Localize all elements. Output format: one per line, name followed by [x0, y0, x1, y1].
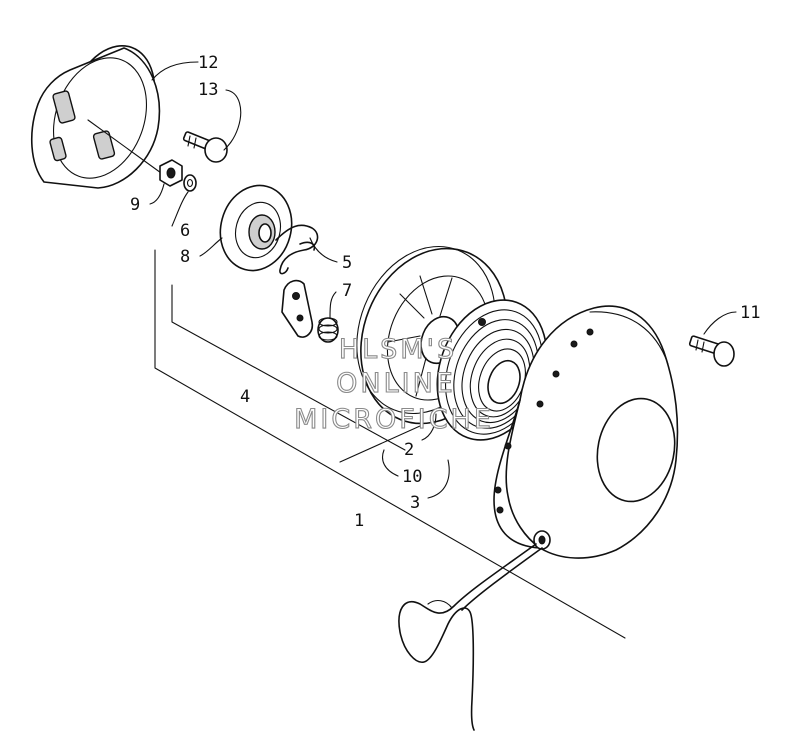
part-12-starter-cup	[30, 45, 169, 189]
callout-2: 2	[404, 440, 414, 460]
callout-12: 12	[198, 53, 218, 73]
assembly-leader-lines	[154, 249, 626, 639]
part-1-housing	[493, 305, 679, 559]
watermark-line-3: MICROFICHE	[294, 404, 494, 435]
callout-10: 10	[402, 467, 422, 487]
part-6-washer	[183, 174, 197, 192]
callout-11: 11	[740, 303, 760, 323]
callout-3: 3	[410, 493, 420, 513]
callout-13: 13	[198, 80, 218, 100]
part-7-pawl-spring	[317, 317, 339, 343]
part-11-bolt	[688, 335, 735, 367]
callout-7: 7	[342, 281, 352, 301]
callout-labels: 12 13 9 6 8 5 7 11 4 2 10 3 1	[130, 53, 760, 531]
callout-leaders	[149, 61, 737, 499]
watermark-line-2: ONLINE	[336, 368, 456, 399]
part-5-spring-clip	[275, 224, 319, 275]
watermark: HLSM'S ONLINE MICROFICHE	[294, 333, 494, 435]
callout-9: 9	[130, 195, 140, 215]
part-8-friction-plate	[219, 184, 293, 272]
part-13-bolt	[182, 131, 228, 163]
part-9-nut	[159, 159, 183, 187]
callout-1: 1	[354, 511, 364, 531]
starter-rope	[398, 543, 543, 731]
callout-8: 8	[180, 247, 190, 267]
callout-5: 5	[342, 253, 352, 273]
callout-6: 6	[180, 221, 190, 241]
ratchet-pawl	[281, 279, 314, 338]
callout-4: 4	[240, 387, 250, 407]
watermark-line-1: HLSM'S	[339, 334, 457, 365]
